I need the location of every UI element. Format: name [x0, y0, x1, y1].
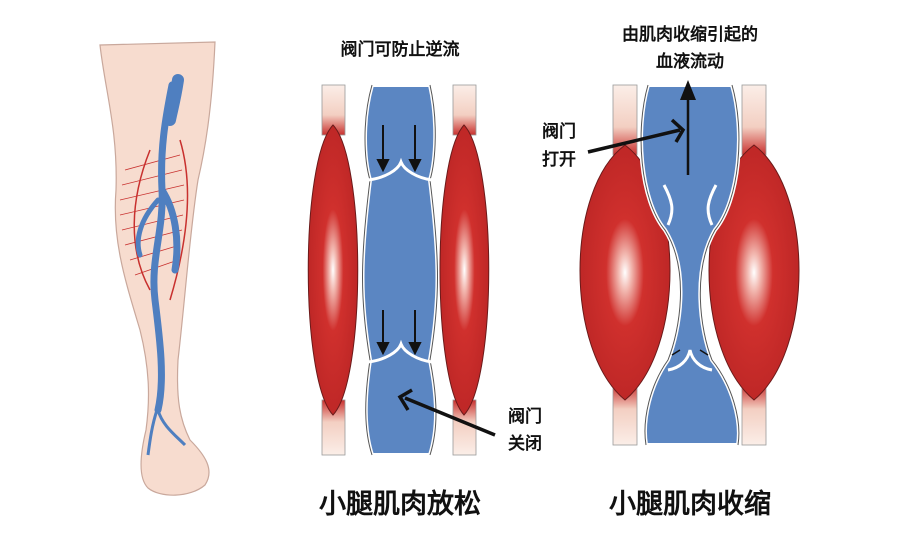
relaxed-diagram [307, 83, 496, 457]
relaxed-caption: 小腿肌肉放松 [319, 489, 481, 520]
contracted-caption: 小腿肌肉收缩 [609, 489, 771, 520]
leg-illustration [99, 41, 216, 496]
valve-open-label-line1: 阀门 [542, 122, 576, 142]
relaxed-top-label: 阀门可防止逆流 [340, 40, 460, 60]
contracted-top-label-line1: 由肌肉收缩引起的 [622, 25, 758, 45]
contracted-top-label-line2: 血液流动 [656, 52, 724, 72]
valve-closed-label-line2: 关闭 [508, 434, 542, 454]
contracted-diagram [579, 80, 800, 447]
valve-closed-label-line1: 阀门 [508, 407, 542, 427]
valve-open-label-line2: 打开 [542, 150, 576, 170]
